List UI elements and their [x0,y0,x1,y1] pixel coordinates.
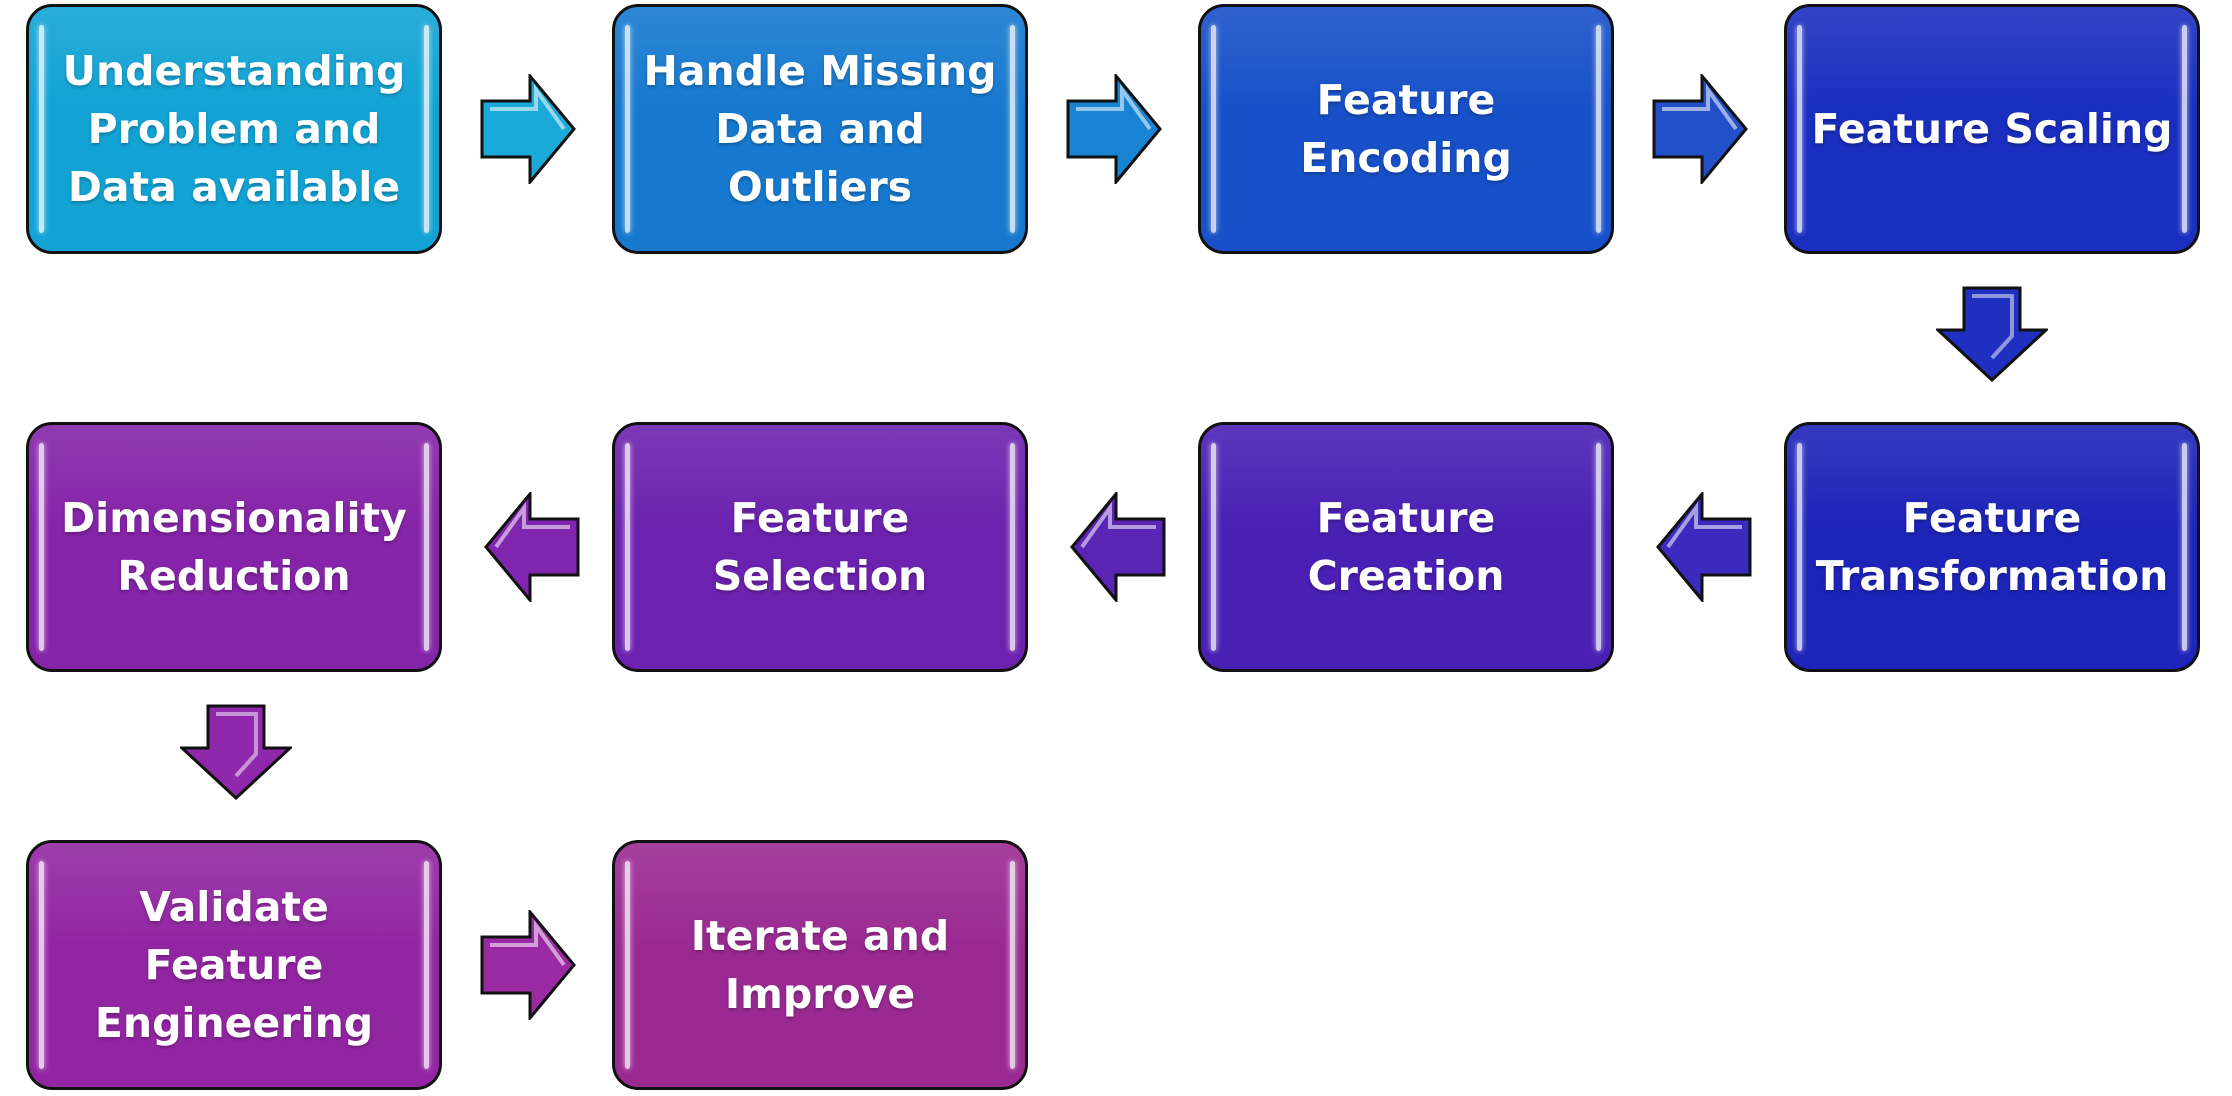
step-feature-creation: Feature Creation [1198,422,1614,672]
step-feature-transformation: Feature Transformation [1784,422,2200,672]
arrow-down-icon [1936,286,2048,382]
step-feature-selection: Feature Selection [612,422,1028,672]
step-label: Handle Missing Data and Outliers [643,47,997,211]
arrow-left-icon [1656,492,1752,602]
step-iterate-and-improve: Iterate and Improve [612,840,1028,1090]
arrow-right-icon [480,74,576,184]
box-gloss [1787,7,2197,110]
step-validate-feature-engineering: Validate Feature Engineering [26,840,442,1090]
step-handle-missing-data: Handle Missing Data and Outliers [612,4,1028,254]
step-label: Dimensionality Reduction [61,494,407,600]
step-label: Feature Transformation [1815,494,2169,600]
step-label: Understanding Problem and Data available [62,47,406,211]
step-label: Validate Feature Engineering [94,883,374,1047]
step-label: Feature Selection [712,494,928,600]
step-label: Feature Scaling [1811,105,2173,153]
step-label: Iterate and Improve [690,912,950,1018]
step-feature-encoding: Feature Encoding [1198,4,1614,254]
step-understanding-problem: Understanding Problem and Data available [26,4,442,254]
arrow-right-icon [1066,74,1162,184]
step-label: Feature Creation [1307,494,1505,600]
step-label: Feature Encoding [1300,76,1512,182]
arrow-right-icon [1652,74,1748,184]
arrow-left-icon [484,492,580,602]
arrow-down-icon [180,704,292,800]
arrow-right-icon [480,910,576,1020]
step-feature-scaling: Feature Scaling [1784,4,2200,254]
arrow-left-icon [1070,492,1166,602]
step-dimensionality-reduction: Dimensionality Reduction [26,422,442,672]
